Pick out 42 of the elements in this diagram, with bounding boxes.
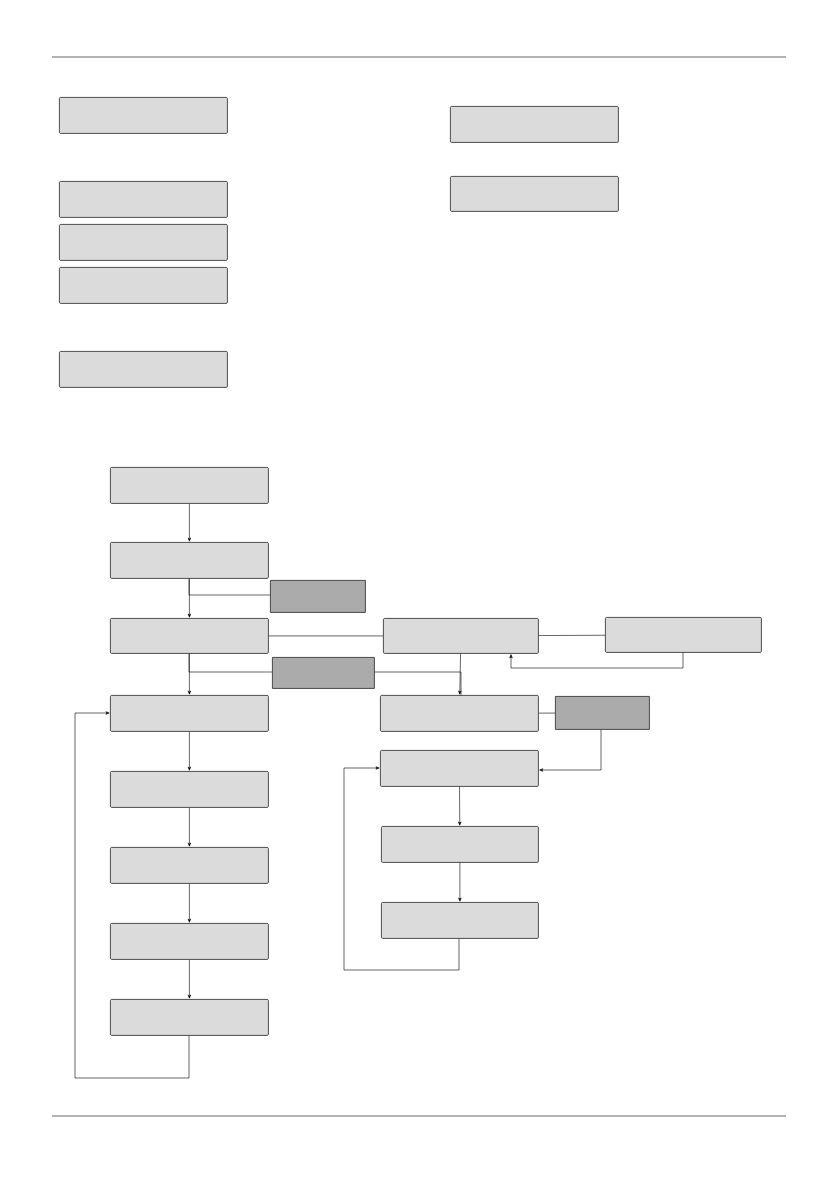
arrow [187, 731, 191, 771]
arrow [343, 766, 460, 971]
arrow [509, 652, 684, 669]
process-box [381, 902, 539, 939]
process-box [110, 618, 269, 654]
arrow [187, 503, 191, 542]
process-box [383, 618, 539, 654]
process-box [110, 847, 269, 884]
process-box [380, 695, 539, 732]
process-box [59, 224, 228, 261]
process-box [605, 617, 762, 653]
connector-line [538, 712, 556, 714]
process-box [450, 176, 619, 212]
highlighted-box [555, 696, 650, 730]
process-box [59, 351, 228, 388]
arrow [187, 959, 191, 999]
arrow [539, 729, 602, 772]
process-box [59, 181, 228, 218]
arrow [187, 883, 191, 923]
connector-line [374, 671, 462, 696]
highlighted-box [272, 657, 375, 689]
connector-line [538, 634, 606, 636]
process-box [381, 826, 539, 863]
arrow [458, 862, 462, 902]
process-box [450, 106, 619, 143]
connector-line [188, 578, 271, 596]
process-box [59, 97, 228, 134]
process-box [110, 467, 269, 504]
connector-line [268, 635, 384, 637]
arrow [458, 653, 462, 695]
process-box [59, 267, 228, 304]
process-box [110, 923, 269, 960]
connector-line [188, 653, 273, 673]
process-box [380, 750, 539, 787]
highlighted-box [270, 580, 366, 613]
process-box [110, 771, 269, 808]
process-box [110, 695, 269, 732]
arrow [74, 711, 190, 1079]
arrow [458, 786, 462, 826]
arrow [187, 807, 191, 847]
process-box [110, 999, 269, 1036]
process-box [110, 542, 269, 579]
